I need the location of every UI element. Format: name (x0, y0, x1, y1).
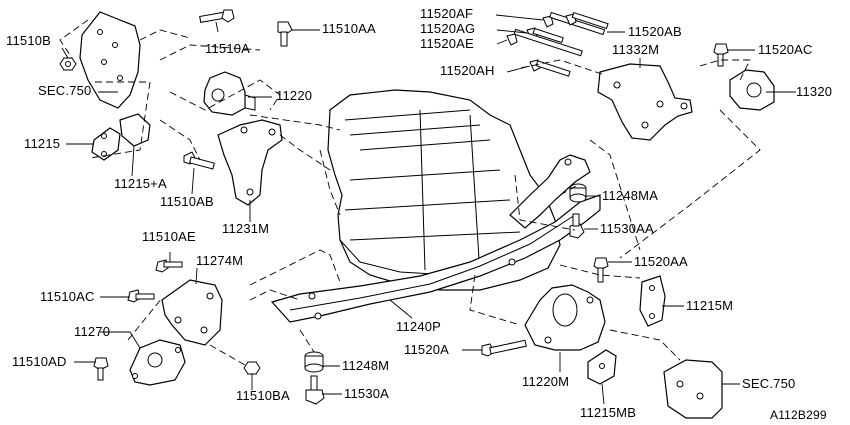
label-11274M: 11274M (196, 253, 244, 268)
label-11220: 11220 (276, 88, 313, 103)
label-11510B: 11510B (6, 33, 52, 48)
bolt-11510AB (183, 151, 215, 170)
label-11240P: 11240P (396, 319, 442, 334)
bolts-upper-right (506, 11, 609, 77)
label-sec750-top: SEC.750 (38, 83, 92, 98)
bolt-11510AE (155, 259, 183, 273)
bolt-11520AA (593, 257, 609, 283)
label-11248M: 11248M (342, 358, 390, 373)
label-11520AF: 11520AF (420, 6, 474, 21)
crossmember-11240P (270, 154, 601, 323)
bolt-11510A (199, 9, 235, 23)
label-11215M: 11215M (686, 298, 734, 313)
mount-11320 (729, 69, 775, 111)
bolt-11520AC (713, 43, 729, 67)
nut-11510B (59, 57, 77, 71)
pad-11215 (91, 113, 151, 161)
insulator-11248MA (569, 183, 587, 203)
bolt-11510AA (277, 21, 293, 47)
label-11510A: 11510A (205, 41, 251, 56)
diagram-id: A112B299 (770, 408, 827, 422)
engine-block (327, 89, 561, 291)
bolt-11510AC (127, 289, 155, 303)
label-11510AA: 11510AA (322, 21, 376, 36)
label-11520AG: 11520AG (420, 21, 476, 36)
label-11215A: 11215+A (114, 176, 167, 191)
bracket-11231M (217, 119, 283, 206)
insulator-11248M (304, 351, 324, 373)
mount-11270 (129, 339, 186, 386)
bracket-11274M (161, 279, 223, 346)
label-11510AD: 11510AD (12, 354, 67, 369)
bracket-sec750-top (79, 11, 141, 109)
label-11215: 11215 (24, 136, 61, 151)
bracket-sec750-bottom (663, 359, 723, 419)
label-11520AB: 11520AB (628, 24, 682, 39)
bolt-11530A (305, 375, 325, 405)
label-11510AC: 11510AC (40, 289, 95, 304)
label-11520AC: 11520AC (758, 42, 813, 57)
label-11248MA: 11248MA (602, 188, 659, 203)
label-11215MB: 11215MB (580, 405, 637, 420)
label-11231M: 11231M (222, 221, 270, 236)
label-11530AA: 11530AA (600, 221, 654, 236)
label-11510AE: 11510AE (142, 229, 196, 244)
bolt-11530AA (569, 213, 585, 239)
label-11510AB: 11510AB (160, 194, 214, 209)
label-sec750-bottom: SEC.750 (742, 376, 796, 391)
assembly-dashed-lines (59, 19, 761, 366)
label-11270: 11270 (74, 324, 111, 339)
mount-11220 (203, 71, 256, 116)
label-11520AH: 11520AH (440, 63, 495, 78)
nut-11510BA (243, 361, 261, 375)
leader-lines (61, 14, 796, 405)
bracket-11332M (597, 63, 693, 141)
label-11320: 11320 (796, 84, 833, 99)
label-11510BA: 11510BA (236, 388, 290, 403)
label-11520AA: 11520AA (634, 254, 688, 269)
label-11520A: 11520A (404, 342, 450, 357)
label-11530A: 11530A (344, 386, 390, 401)
bolt-11520A (481, 339, 527, 357)
pad-11215M (639, 275, 666, 327)
label-11220M: 11220M (522, 374, 570, 389)
label-11520AE: 11520AE (420, 36, 474, 51)
label-11332M: 11332M (612, 42, 660, 57)
pad-11215MB (587, 349, 617, 385)
mount-11220M (524, 284, 606, 351)
bolt-11510AD (93, 357, 109, 381)
